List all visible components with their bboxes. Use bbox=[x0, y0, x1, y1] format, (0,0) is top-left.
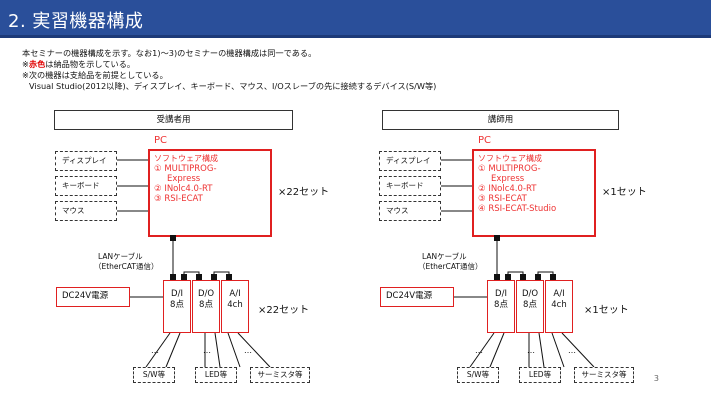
right-bottom-switch: S/W等 bbox=[457, 367, 499, 383]
left-module-port bbox=[170, 274, 176, 280]
right-device-keyboard: キーボード bbox=[379, 176, 441, 196]
left-header: 受講者用 bbox=[54, 110, 293, 130]
right-module-port bbox=[520, 274, 526, 280]
right-software-item: ③ RSI-ECAT bbox=[478, 193, 527, 204]
right-software-title: ソフトウェア構成 bbox=[478, 154, 542, 163]
left-ellipsis: … bbox=[244, 346, 252, 355]
left-lan-label-1: LANケーブル bbox=[98, 252, 143, 261]
module-type: D/I bbox=[171, 289, 183, 299]
module-spec: 8点 bbox=[494, 300, 508, 310]
left-ellipsis: … bbox=[151, 346, 159, 355]
right-ellipsis: … bbox=[527, 346, 535, 355]
module-type: D/I bbox=[495, 289, 507, 299]
intro-line-2-suffix: は納品物を示している。 bbox=[45, 59, 136, 69]
left-module-count: ×22セット bbox=[258, 305, 310, 316]
left-software-title: ソフトウェア構成 bbox=[154, 154, 218, 163]
right-pc-label: PC bbox=[478, 135, 492, 146]
left-module-port bbox=[196, 274, 202, 280]
note-mark: ※ bbox=[22, 59, 29, 69]
left-pc-lan-port bbox=[170, 235, 176, 241]
left-lan-label-2: （EtherCAT通信） bbox=[94, 262, 159, 271]
right-header: 講師用 bbox=[382, 110, 619, 130]
left-bottom-thermistor: サーミスタ等 bbox=[250, 367, 310, 383]
right-software-item: Express bbox=[491, 173, 525, 184]
right-module-port bbox=[550, 274, 556, 280]
left-bottom-led: LED等 bbox=[195, 367, 237, 383]
right-module-count: ×1セット bbox=[584, 305, 629, 316]
right-dc-power: DC24V電源 bbox=[380, 287, 454, 307]
module-type: D/O bbox=[197, 289, 215, 299]
left-module-port bbox=[181, 274, 187, 280]
intro-line-3: ※次の機器は支給品を前提としている。 bbox=[22, 70, 168, 80]
module-spec: 8点 bbox=[199, 300, 213, 310]
left-dc-power: DC24V電源 bbox=[56, 287, 130, 307]
right-pc-count: ×1セット bbox=[602, 187, 647, 198]
right-ellipsis: … bbox=[568, 346, 576, 355]
right-module-port bbox=[494, 274, 500, 280]
left-module-ai: A/I 4ch bbox=[221, 280, 249, 333]
module-type: D/O bbox=[521, 289, 539, 299]
left-device-keyboard: キーボード bbox=[55, 176, 117, 196]
left-bottom-switch: S/W等 bbox=[133, 367, 175, 383]
left-software-item: ① MULTIPROG- bbox=[154, 163, 217, 174]
module-type: A/I bbox=[553, 289, 565, 299]
right-pc-box: ソフトウェア構成 ① MULTIPROG- Express ② INolc4.0… bbox=[472, 149, 596, 237]
page-number: 3 bbox=[653, 374, 659, 383]
right-module-ai: A/I 4ch bbox=[545, 280, 573, 333]
right-ellipsis: … bbox=[475, 346, 483, 355]
intro-line-2: ※赤色は納品物を示している。 bbox=[22, 59, 436, 70]
right-module-port bbox=[505, 274, 511, 280]
left-software-item: ② INolc4.0-RT bbox=[154, 183, 213, 194]
module-spec: 8点 bbox=[523, 300, 537, 310]
intro-text: 本セミナーの機器構成を示す。なお1)～3)のセミナーの機器構成は同一である。 ※… bbox=[22, 48, 436, 92]
right-lan-label-2: （EtherCAT通信） bbox=[418, 262, 483, 271]
right-software-item: ② INolc4.0-RT bbox=[478, 183, 537, 194]
intro-line-1: 本セミナーの機器構成を示す。なお1)～3)のセミナーの機器構成は同一である。 bbox=[22, 48, 317, 58]
intro-line-4: Visual Studio(2012以降)、ディスプレイ、キーボード、マウス、I… bbox=[29, 81, 437, 91]
left-module-port bbox=[211, 274, 217, 280]
right-device-display: ディスプレイ bbox=[379, 151, 441, 171]
left-device-mouse: マウス bbox=[55, 201, 117, 221]
left-pc-count: ×22セット bbox=[278, 187, 330, 198]
right-device-mouse: マウス bbox=[379, 201, 441, 221]
title-bar: 2. 実習機器構成 bbox=[0, 0, 711, 38]
right-module-di: D/I 8点 bbox=[487, 280, 515, 333]
right-software-item: ④ RSI-ECAT-Studio bbox=[478, 203, 557, 214]
right-bottom-thermistor: サーミスタ等 bbox=[574, 367, 634, 383]
left-software-item: Express bbox=[167, 173, 201, 184]
right-software-item: ① MULTIPROG- bbox=[478, 163, 541, 174]
right-bottom-led: LED等 bbox=[519, 367, 561, 383]
right-lan-label-1: LANケーブル bbox=[422, 252, 467, 261]
left-ellipsis: … bbox=[203, 346, 211, 355]
right-module-port bbox=[535, 274, 541, 280]
module-spec: 4ch bbox=[551, 300, 567, 310]
left-module-port bbox=[226, 274, 232, 280]
module-spec: 4ch bbox=[227, 300, 243, 310]
left-pc-label: PC bbox=[154, 135, 168, 146]
right-pc-lan-port bbox=[494, 235, 500, 241]
left-pc-box: ソフトウェア構成 ① MULTIPROG- Express ② INolc4.0… bbox=[148, 149, 272, 237]
module-type: A/I bbox=[229, 289, 241, 299]
module-spec: 8点 bbox=[170, 300, 184, 310]
right-module-do: D/O 8点 bbox=[516, 280, 544, 333]
left-software-item: ③ RSI-ECAT bbox=[154, 193, 203, 204]
left-module-do: D/O 8点 bbox=[192, 280, 220, 333]
left-module-di: D/I 8点 bbox=[163, 280, 191, 333]
page-title: 2. 実習機器構成 bbox=[8, 11, 144, 32]
left-device-display: ディスプレイ bbox=[55, 151, 117, 171]
red-keyword: 赤色 bbox=[28, 59, 46, 69]
